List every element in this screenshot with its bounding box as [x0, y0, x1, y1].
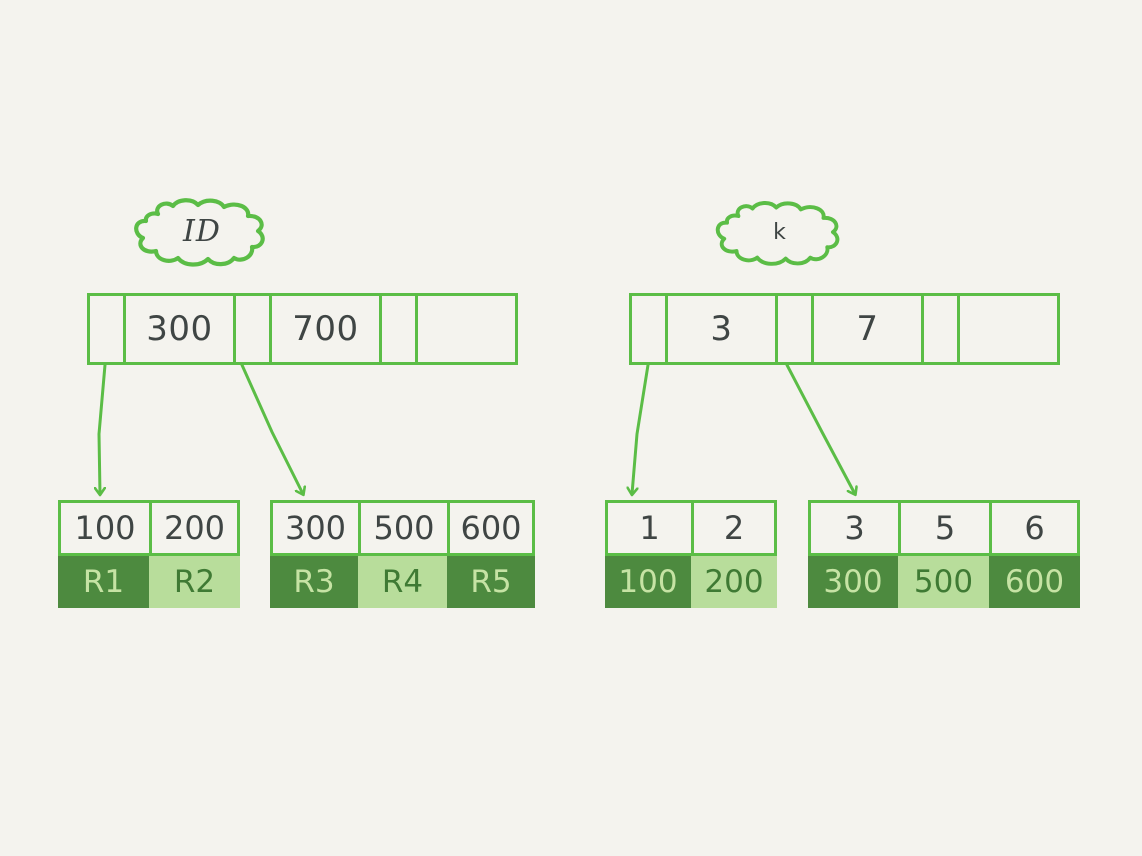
root-pointer-cell-0[interactable]: [90, 296, 126, 362]
leaf-key-row: 1 2: [605, 500, 777, 556]
root-pointer-cell-2[interactable]: [924, 296, 960, 362]
root-empty-cell[interactable]: [418, 296, 515, 362]
leaf-key-cell[interactable]: 1: [608, 503, 694, 553]
record-block[interactable]: 500: [898, 556, 989, 608]
record-block[interactable]: R1: [58, 556, 149, 608]
leaf-key-row: 3 5 6: [808, 500, 1080, 556]
record-block[interactable]: R5: [447, 556, 535, 608]
root-pointer-cell-1[interactable]: [778, 296, 814, 362]
leaf-record-row: 100 200: [605, 556, 777, 608]
leaf-key-cell[interactable]: 300: [273, 503, 361, 553]
leaf-key-cell[interactable]: 100: [61, 503, 152, 553]
root-key-cell-1[interactable]: 700: [272, 296, 382, 362]
root-pointer-cell-2[interactable]: [382, 296, 418, 362]
record-block[interactable]: 600: [989, 556, 1080, 608]
cloud-label-primary: ID: [128, 198, 276, 268]
leaf-key-row: 100 200: [58, 500, 240, 556]
root-empty-cell[interactable]: [960, 296, 1057, 362]
cloud-label-primary-text: ID: [183, 214, 221, 249]
leaf-key-cell[interactable]: 5: [901, 503, 992, 553]
root-key-cell-0[interactable]: 300: [126, 296, 236, 362]
root-pointer-cell-0[interactable]: [632, 296, 668, 362]
leaf-node-primary-2[interactable]: 300 500 600 R3 R4 R5: [270, 500, 535, 608]
record-block[interactable]: 100: [605, 556, 691, 608]
record-block[interactable]: R3: [270, 556, 358, 608]
arrow-primary-ptr2: [240, 363, 303, 494]
arrow-secondary-ptr1: [632, 363, 650, 494]
leaf-record-row: R1 R2: [58, 556, 240, 608]
root-key-cell-1[interactable]: 7: [814, 296, 924, 362]
cloud-shape-icon: [715, 201, 840, 266]
leaf-key-cell[interactable]: 3: [811, 503, 901, 553]
leaf-key-row: 300 500 600: [270, 500, 535, 556]
leaf-key-cell[interactable]: 200: [163, 509, 226, 547]
record-block[interactable]: 300: [808, 556, 898, 608]
arrow-secondary-ptr2: [785, 363, 855, 494]
cloud-label-secondary: k: [710, 200, 850, 268]
leaf-key-cell[interactable]: 2: [723, 509, 745, 547]
record-block[interactable]: R4: [358, 556, 447, 608]
root-key-cell-0[interactable]: 3: [668, 296, 778, 362]
leaf-key-cell[interactable]: 6: [1024, 509, 1045, 547]
record-block[interactable]: R2: [149, 556, 240, 608]
root-node-primary[interactable]: 300 700: [87, 293, 518, 365]
leaf-node-secondary-2[interactable]: 3 5 6 300 500 600: [808, 500, 1080, 608]
leaf-record-row: R3 R4 R5: [270, 556, 535, 608]
leaf-key-cell[interactable]: 500: [361, 503, 450, 553]
leaf-key-cell[interactable]: 600: [460, 509, 522, 547]
root-node-secondary[interactable]: 3 7: [629, 293, 1060, 365]
root-pointer-cell-1[interactable]: [236, 296, 272, 362]
record-block[interactable]: 200: [691, 556, 777, 608]
leaf-record-row: 300 500 600: [808, 556, 1080, 608]
cloud-label-secondary-text: k: [773, 220, 787, 245]
arrow-primary-ptr1: [99, 363, 107, 494]
leaf-node-primary-1[interactable]: 100 200 R1 R2: [58, 500, 240, 608]
cloud-shape-icon: [134, 198, 265, 267]
leaf-node-secondary-1[interactable]: 1 2 100 200: [605, 500, 777, 608]
